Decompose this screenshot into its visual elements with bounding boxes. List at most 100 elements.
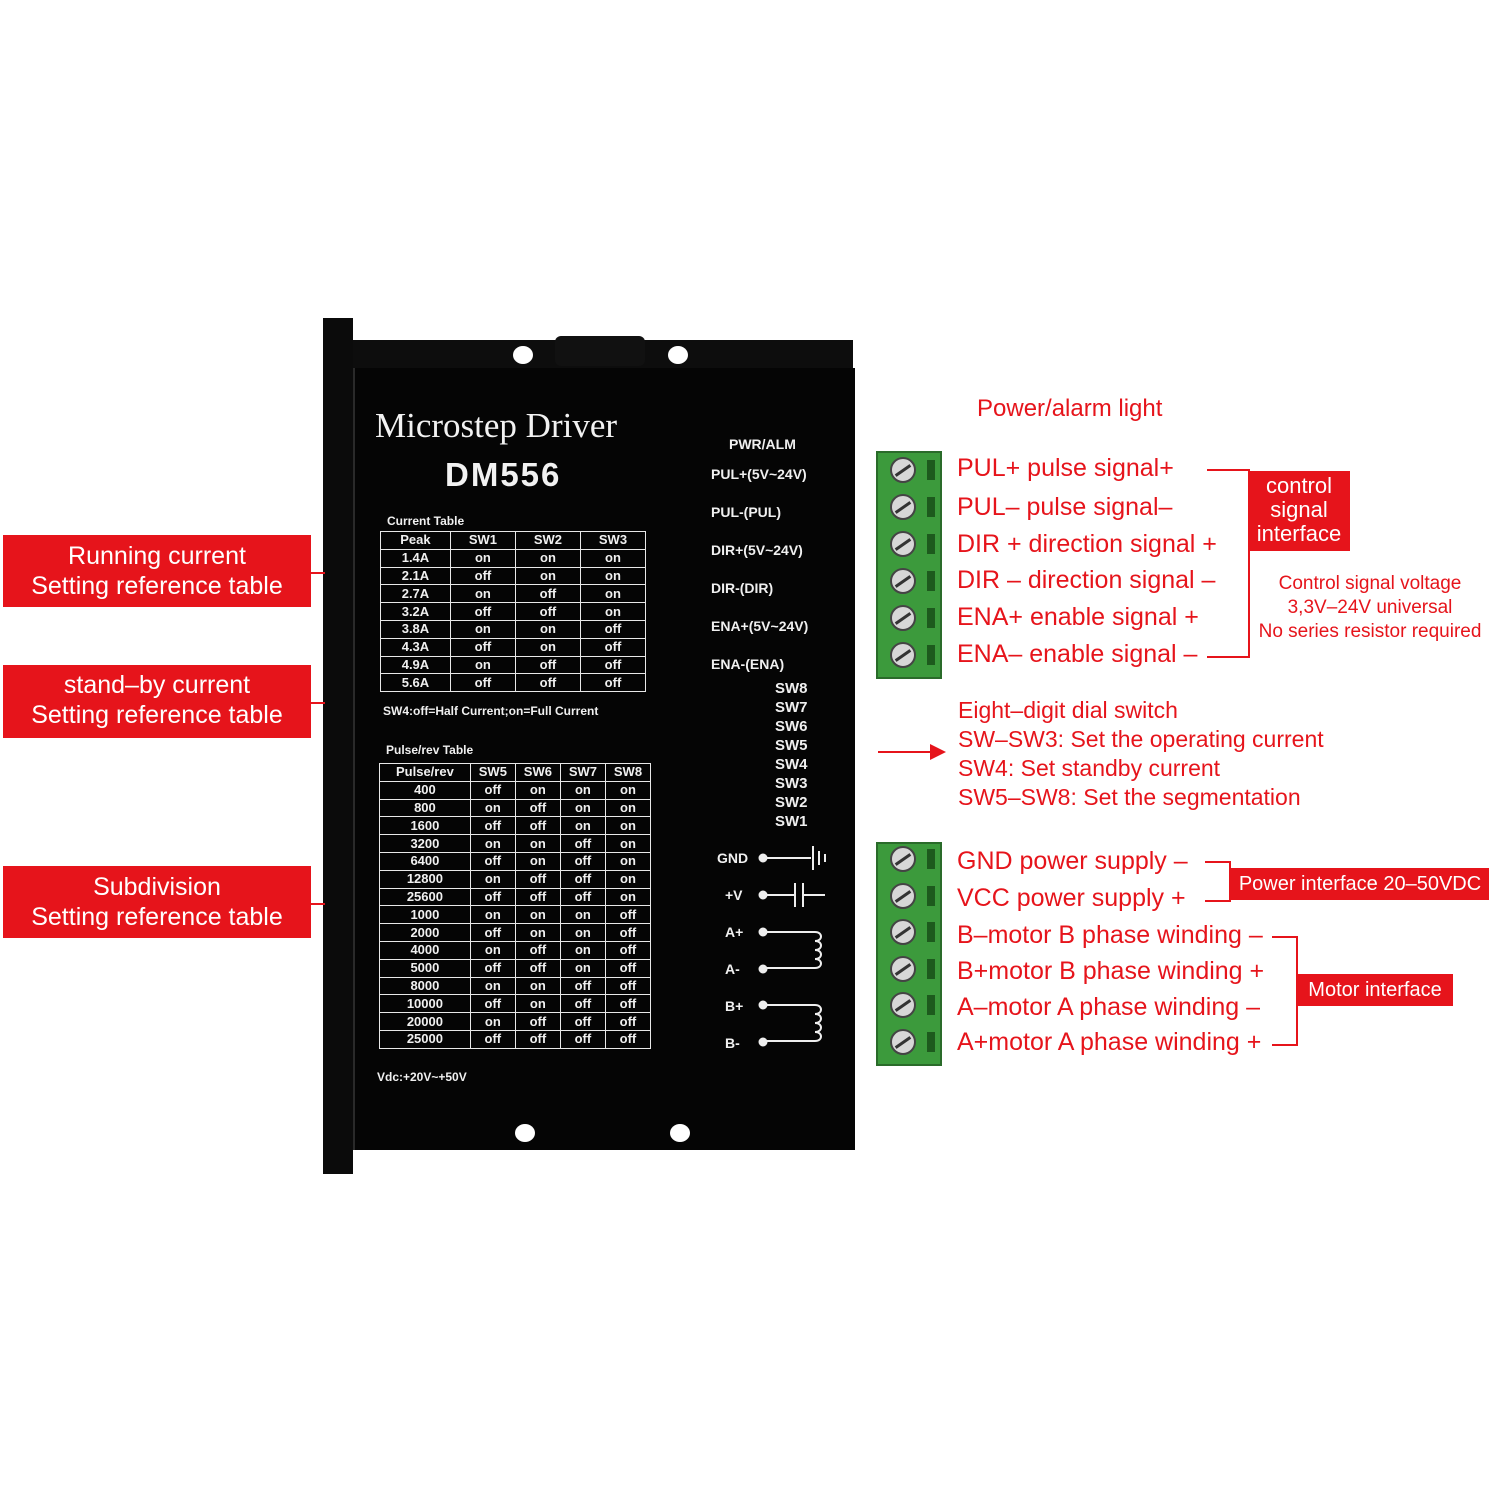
bracket-line [1207, 469, 1249, 471]
table-cell: off [579, 619, 647, 639]
callout-connector [311, 572, 325, 574]
table-cell: off [449, 602, 516, 621]
table-cell: 1.4A [380, 548, 451, 568]
table-cell: 2.7A [380, 584, 451, 604]
table-cell: off [469, 1029, 516, 1049]
bracket-line [1207, 656, 1250, 658]
callout-line: Running current [68, 542, 246, 570]
table-cell: on [514, 976, 561, 996]
table-cell: on [514, 566, 581, 586]
motor-interface-tag: Motor interface [1297, 974, 1453, 1006]
dial-switch-note: Eight–digit dial switch [958, 697, 1178, 723]
bracket-line [1272, 936, 1298, 938]
table-cell: off [604, 1029, 652, 1049]
table-cell: off [604, 923, 652, 942]
table-cell: on [514, 548, 581, 568]
table-cell: on [604, 798, 652, 818]
control-signal-label: DIR – direction signal – [957, 566, 1216, 594]
driver-model: DM556 [445, 456, 562, 493]
terminal-screw-icon [890, 882, 916, 909]
terminal-tab-icon [927, 885, 935, 906]
dip-switch-label: SW1 [775, 813, 808, 830]
dip-switch-label: SW8 [775, 680, 808, 697]
terminal-tab-icon [927, 849, 935, 869]
table-cell: 4.3A [380, 637, 451, 657]
callout-connector [311, 903, 325, 905]
table-header-cell: Pulse/rev [379, 763, 471, 782]
tag-line: signal [1270, 497, 1328, 522]
pin-label-a-plus: A+ [725, 924, 744, 940]
table-cell: off [579, 655, 647, 675]
table-cell: on [514, 923, 561, 942]
mounting-hole-icon [668, 346, 688, 364]
table-cell: on [469, 905, 516, 925]
pin-label: PUL+(5V~24V) [711, 466, 807, 482]
table-cell: on [514, 834, 561, 853]
power-line-label: GND power supply – [957, 847, 1188, 875]
pin-label-b-plus: B+ [725, 998, 744, 1014]
terminal-screw-icon [890, 494, 916, 520]
table-cell: 800 [379, 798, 471, 818]
callout-line: Setting reference table [31, 701, 283, 729]
table-cell: off [514, 887, 561, 907]
table-cell: on [469, 1012, 516, 1031]
control-signal-label: ENA+ enable signal + [957, 603, 1199, 631]
note-line: 3,3V–24V universal [1287, 597, 1453, 618]
table-cell: off [514, 1029, 561, 1049]
wiring-symbols [758, 846, 826, 1047]
table-cell: off [514, 673, 581, 693]
table-cell: off [559, 976, 606, 996]
control-signal-label: PUL– pulse signal– [957, 493, 1173, 521]
terminal-screw-icon [890, 1028, 916, 1055]
terminal-tab-icon [927, 460, 935, 480]
table-cell: off [469, 958, 516, 978]
terminal-tab-icon [927, 645, 935, 665]
table-cell: off [469, 923, 516, 942]
dip-switch-label: SW5 [775, 737, 808, 754]
motor-line-label: B+motor B phase winding + [957, 957, 1265, 985]
mounting-hole-icon [513, 346, 533, 364]
table-cell: 20000 [379, 1012, 471, 1031]
dip-switch-label: SW7 [775, 699, 808, 716]
signal-terminal-block [876, 451, 942, 679]
table-cell: on [579, 566, 647, 586]
table-cell: on [514, 994, 561, 1014]
table-cell: on [579, 602, 647, 621]
pin-label-vplus: +V [725, 887, 743, 903]
terminal-tab-icon [927, 958, 935, 979]
table-cell: off [559, 1012, 606, 1031]
control-signal-interface-tag: control signal interface [1248, 471, 1350, 551]
table-header-cell: SW3 [579, 531, 647, 550]
table-cell: off [604, 1012, 652, 1031]
terminal-screw-icon [890, 955, 916, 982]
dial-switch-note: SW4: Set standby current [958, 755, 1221, 781]
table-cell: on [559, 940, 606, 960]
control-signal-label: ENA– enable signal – [957, 640, 1198, 668]
dip-switch-label: SW4 [775, 756, 808, 773]
terminal-screw-icon [890, 605, 916, 631]
table-cell: on [469, 940, 516, 960]
table-cell: off [559, 1029, 606, 1049]
dip-switch-label: SW3 [775, 775, 808, 792]
table-cell: off [469, 851, 516, 871]
table-cell: off [604, 976, 652, 996]
table-cell: on [559, 923, 606, 942]
table-cell: on [559, 958, 606, 978]
table-cell: off [514, 816, 561, 836]
callout-line: Setting reference table [31, 903, 283, 931]
terminal-screw-icon [890, 457, 916, 483]
table-cell: off [514, 1012, 561, 1031]
terminal-screw-icon [890, 992, 916, 1018]
